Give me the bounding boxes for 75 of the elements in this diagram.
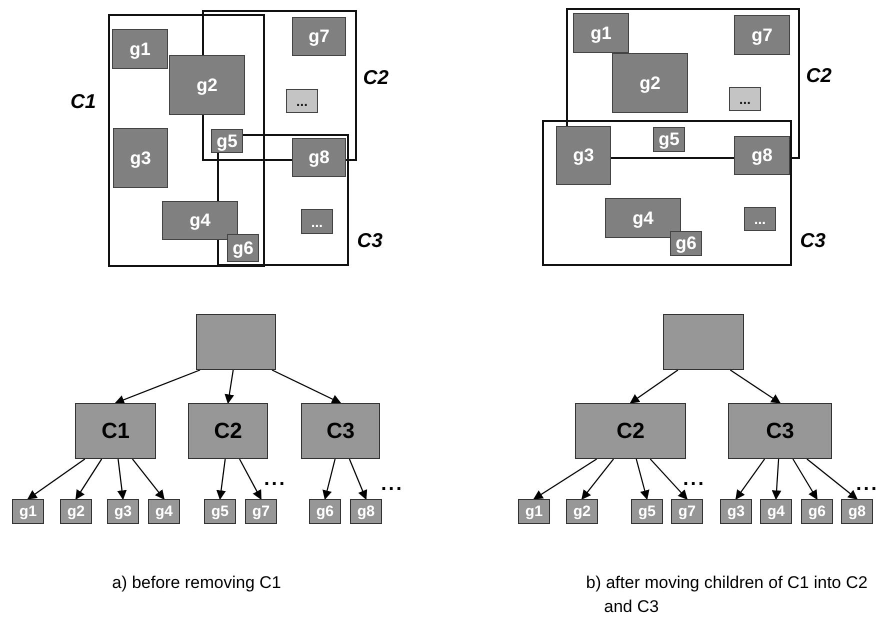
arrow bbox=[216, 458, 226, 500]
cluster-label: C2 bbox=[363, 67, 389, 90]
arrow bbox=[636, 458, 650, 500]
region-box: ... bbox=[286, 89, 318, 113]
leaf-box: g8 bbox=[350, 499, 382, 524]
leaf-box: g4 bbox=[760, 499, 792, 524]
ellipsis: ... bbox=[683, 468, 706, 491]
region-box: ... bbox=[301, 209, 333, 234]
root-box bbox=[196, 314, 276, 370]
arrow bbox=[322, 458, 336, 500]
cluster-node-box: C3 bbox=[728, 403, 832, 459]
region-box: ... bbox=[744, 207, 776, 231]
arrow bbox=[132, 458, 165, 500]
arrow bbox=[27, 458, 86, 500]
region-box: g7 bbox=[734, 15, 790, 55]
leaf-box: g5 bbox=[204, 499, 236, 524]
region-box: g8 bbox=[734, 136, 790, 175]
cluster-label: C1 bbox=[70, 91, 96, 114]
arrow bbox=[735, 458, 766, 500]
arrow bbox=[533, 458, 598, 500]
leaf-box: g7 bbox=[671, 499, 703, 524]
arrow bbox=[806, 458, 858, 500]
arrow bbox=[272, 369, 342, 404]
leaf-box: g5 bbox=[631, 499, 663, 524]
region-box: g4 bbox=[162, 201, 238, 240]
arrow bbox=[581, 458, 614, 500]
region-box: g4 bbox=[605, 198, 681, 238]
cluster-node-box: C3 bbox=[301, 403, 380, 459]
region-box: g6 bbox=[227, 234, 259, 262]
leaf-box: g8 bbox=[841, 499, 873, 524]
region-box: g8 bbox=[292, 138, 346, 177]
region-box: g1 bbox=[573, 13, 629, 53]
arrow bbox=[117, 458, 127, 500]
region-box: g6 bbox=[670, 231, 702, 256]
arrow bbox=[239, 458, 262, 500]
caption: a) before removing C1 bbox=[112, 572, 282, 594]
arrow bbox=[792, 458, 818, 500]
region-box: g1 bbox=[112, 29, 168, 69]
root-box bbox=[663, 314, 744, 370]
region-box: g7 bbox=[292, 17, 346, 56]
leaf-box: g3 bbox=[107, 499, 139, 524]
leaf-box: g7 bbox=[245, 499, 277, 524]
ellipsis: ... bbox=[856, 473, 879, 496]
leaf-box: g1 bbox=[518, 499, 550, 524]
arrow bbox=[730, 370, 781, 404]
region-box: g5 bbox=[211, 129, 243, 153]
ellipsis: ... bbox=[264, 468, 287, 491]
arrow bbox=[630, 370, 678, 404]
cluster-node-box: C2 bbox=[575, 403, 686, 459]
leaf-box: g2 bbox=[60, 499, 92, 524]
arrow bbox=[224, 370, 234, 404]
leaf-box: g4 bbox=[148, 499, 180, 524]
leaf-box: g6 bbox=[309, 499, 341, 524]
region-box: g5 bbox=[653, 127, 685, 152]
region-box: ... bbox=[729, 87, 761, 111]
leaf-box: g2 bbox=[566, 499, 598, 524]
region-box: g2 bbox=[169, 55, 245, 115]
arrow bbox=[348, 458, 368, 500]
cluster-label: C2 bbox=[806, 65, 832, 88]
region-box: g3 bbox=[113, 128, 168, 188]
leaf-box: g1 bbox=[12, 499, 44, 524]
caption: b) after moving children of C1 into C2 and C3 bbox=[586, 572, 869, 618]
region-box: g2 bbox=[612, 53, 688, 113]
arrow bbox=[114, 369, 200, 404]
cluster-label: C3 bbox=[357, 230, 383, 253]
arrow bbox=[650, 458, 688, 500]
cluster-label: C3 bbox=[800, 230, 826, 253]
arrow bbox=[75, 458, 102, 500]
leaf-box: g3 bbox=[720, 499, 752, 524]
cluster-node-box: C1 bbox=[75, 403, 156, 459]
ellipsis: ... bbox=[381, 473, 404, 496]
cluster-node-box: C2 bbox=[188, 403, 268, 459]
region-box: g3 bbox=[556, 126, 611, 185]
leaf-box: g6 bbox=[801, 499, 833, 524]
arrow bbox=[772, 458, 782, 500]
